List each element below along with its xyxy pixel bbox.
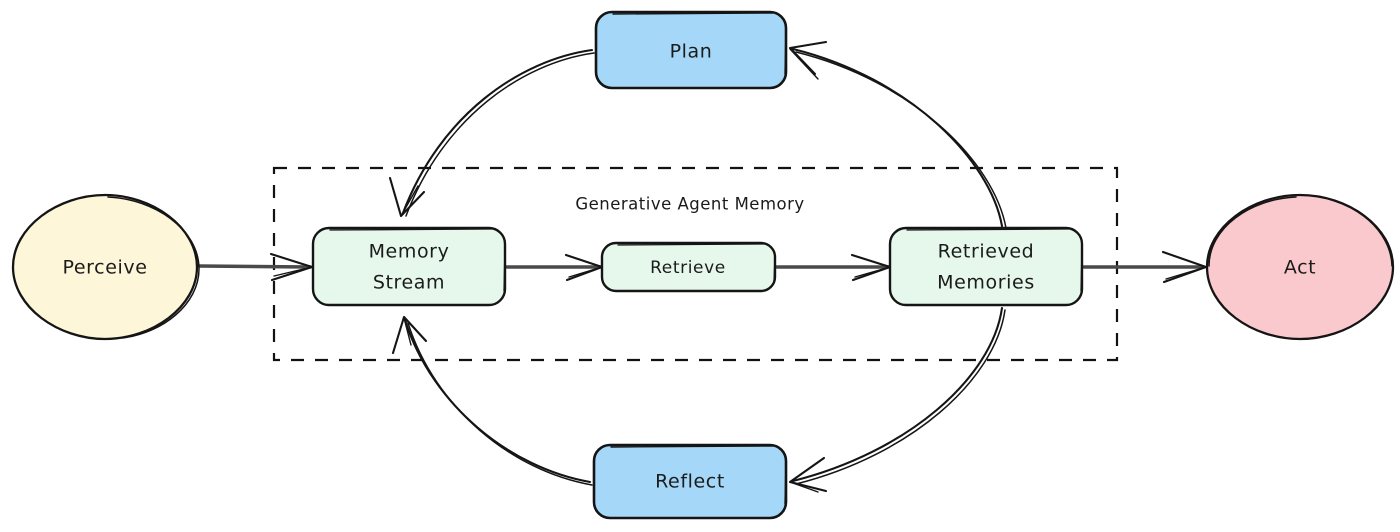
edge-perceive-to-memory-stream (197, 252, 314, 282)
node-retrieved-memories[interactable]: Retrieved Memories (888, 226, 1084, 307)
edge-reflect-to-memory-stream (391, 315, 593, 486)
node-perceive[interactable]: Perceive (11, 193, 200, 341)
plan-label: Plan (670, 41, 713, 63)
node-act[interactable]: Act (1205, 193, 1395, 341)
perceive-label: Perceive (62, 257, 147, 279)
node-plan[interactable]: Plan (594, 10, 788, 90)
act-label: Act (1284, 257, 1316, 279)
node-memory-stream[interactable]: Memory Stream (311, 226, 507, 307)
edge-retrieved-memories-to-plan (788, 40, 1007, 229)
retrieve-label: Retrieve (650, 258, 726, 278)
retrieved-memories-label-line2: Memories (937, 272, 1035, 294)
edge-retrieved-memories-to-act (1082, 250, 1208, 284)
node-retrieve[interactable]: Retrieve (600, 241, 777, 293)
retrieved-memories-label-line1: Retrieved (938, 241, 1035, 263)
memory-stream-label-line1: Memory (369, 241, 450, 263)
edge-plan-to-memory-stream (388, 48, 595, 218)
edge-retrieve-to-retrieved-memories (775, 253, 892, 282)
edge-memory-stream-to-retrieve (505, 253, 604, 282)
node-reflect[interactable]: Reflect (592, 443, 788, 520)
generative-agent-memory-boundary (272, 166, 1119, 362)
group-label: Generative Agent Memory (575, 195, 804, 214)
reflect-label: Reflect (655, 471, 725, 493)
edge-retrieved-memories-to-reflect (788, 306, 1006, 493)
memory-stream-label-line2: Stream (373, 272, 445, 294)
